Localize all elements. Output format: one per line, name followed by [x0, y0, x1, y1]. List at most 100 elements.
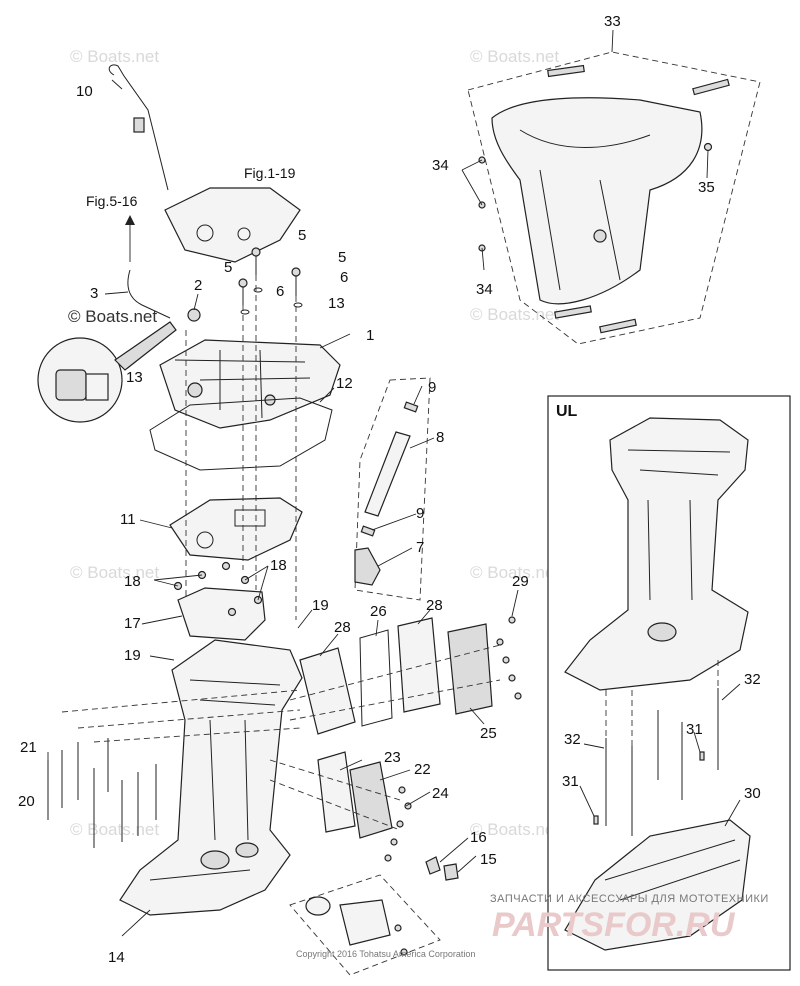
callout-31: 31: [686, 721, 703, 738]
grommet-9: [360, 525, 376, 537]
top-cover-detail: [519, 129, 651, 291]
tube-outline: [354, 377, 431, 601]
gasket-26: [359, 629, 393, 727]
callout-7: 7: [416, 539, 424, 556]
callout-33: 33: [604, 13, 621, 30]
part-7: [354, 547, 381, 586]
callout-29: 29: [512, 573, 529, 590]
boats-label: © Boats.net: [68, 307, 157, 326]
dipstick-shape: [108, 64, 169, 191]
callout-26: 26: [370, 603, 387, 620]
callout-34: 34: [432, 157, 449, 174]
cover-strip: [599, 318, 637, 334]
detail-pointer: [114, 321, 177, 371]
detail-clip: [85, 373, 109, 401]
upper-housing-ribs: [174, 349, 311, 419]
callout-21: 21: [20, 739, 37, 756]
copyright-text: Copyright 2016 Tohatsu America Corporati…: [296, 949, 475, 959]
callout-6: 6: [340, 269, 348, 286]
callout-10: 10: [76, 83, 93, 100]
watermark: © Boats.net: [70, 47, 159, 66]
callout-24: 24: [432, 785, 449, 802]
bolts-24-29: [384, 616, 522, 862]
ul-housing-ribs: [627, 449, 731, 601]
watermark: © Boats.net: [470, 563, 559, 582]
fig-ref-5-16: Fig.5-16: [86, 193, 138, 209]
callout-3: 3: [90, 285, 98, 302]
watermark: © Boats.net: [470, 820, 559, 839]
ul-housing: [564, 417, 749, 691]
seal-2: [187, 308, 201, 322]
upper-housing-1: [159, 339, 341, 429]
stud-group: [47, 738, 157, 848]
top-cover-shape: [491, 97, 703, 305]
gasket-12: [149, 397, 333, 471]
pin-31: [593, 815, 599, 825]
bushing: [305, 896, 331, 916]
arrow-up: [125, 215, 135, 225]
callout-28: 28: [334, 619, 351, 636]
watermark: © Boats.net: [70, 563, 159, 582]
callout-31: 31: [562, 773, 579, 790]
callout-28: 28: [426, 597, 443, 614]
callout-1: 1: [366, 327, 374, 344]
callout-9: 9: [416, 505, 424, 522]
ul-studs-32: [605, 688, 719, 836]
callout-34: 34: [476, 281, 493, 298]
screw-35: [703, 142, 713, 152]
callout-18: 18: [270, 557, 287, 574]
callout-5: 5: [224, 259, 232, 276]
watermark: © Boats.net: [470, 305, 559, 324]
fig-ref-1-19: Fig.1-19: [244, 165, 296, 181]
hose-3: [127, 269, 171, 319]
washer-16: [425, 856, 441, 875]
cover-strip: [547, 64, 585, 78]
callout-15: 15: [480, 851, 497, 868]
detail-tube: [55, 369, 87, 401]
callout-2: 2: [194, 277, 202, 294]
shop-logo: PARTSFOR.RU: [492, 906, 736, 944]
gasket-11: [169, 497, 303, 561]
cover-25: [447, 623, 493, 715]
cover-hole: [593, 229, 607, 243]
shop-tagline: ЗАПЧАСТИ И АКСЕССУАРЫ ДЛЯ МОТОТЕХНИКИ: [490, 893, 769, 905]
callout-13: 13: [126, 369, 143, 386]
plate-17: [177, 587, 266, 641]
plate-23: [317, 751, 356, 833]
bolt-15: [443, 863, 459, 881]
callout-17: 17: [124, 615, 141, 632]
callout-11: 11: [120, 511, 136, 528]
callout-18: 18: [124, 573, 141, 590]
tube-8: [364, 431, 411, 517]
cover-outline: [467, 51, 761, 345]
cover-22: [349, 761, 393, 839]
plate-28b: [397, 617, 441, 713]
callout-9: 9: [428, 379, 436, 396]
callout-16: 16: [470, 829, 487, 846]
watermark: © Boats.net: [470, 47, 559, 66]
housing-ribs: [149, 679, 281, 881]
callout-19: 19: [124, 647, 141, 664]
bracket: [339, 899, 391, 946]
callout-13: 13: [328, 295, 345, 312]
callout-23: 23: [384, 749, 401, 766]
plate-28: [299, 647, 356, 735]
cover-strip: [554, 305, 592, 319]
sub-assembly-outline: [289, 874, 441, 976]
ul-extension-30: [564, 819, 751, 951]
callout-25: 25: [480, 725, 497, 742]
pin-31: [699, 751, 705, 761]
callout-8: 8: [436, 429, 444, 446]
callout-6: 6: [276, 283, 284, 300]
dipstick-grip: [133, 117, 145, 133]
callout-22: 22: [414, 761, 431, 778]
inset-label: UL: [556, 403, 578, 420]
callout-32: 32: [564, 731, 581, 748]
cover-strip: [692, 78, 730, 96]
callout-32: 32: [744, 671, 761, 688]
grommet-9: [403, 401, 419, 413]
watermark: © Boats.net: [70, 820, 159, 839]
callout-5: 5: [338, 249, 346, 266]
